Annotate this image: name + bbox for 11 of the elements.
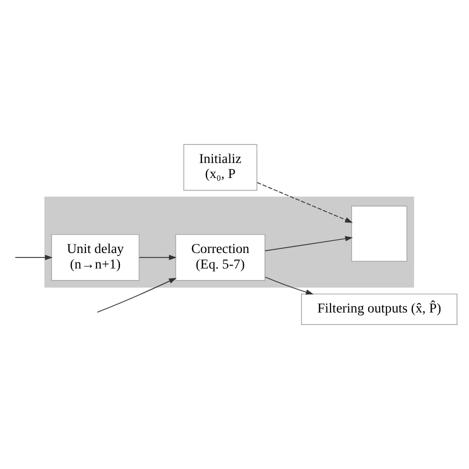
arrow: [14, 254, 53, 260]
node-box: Unit delay (n→n+1): [51, 234, 140, 281]
node-box: Filtering outputs (x̂, P̂): [301, 294, 458, 326]
arrow: [256, 182, 353, 223]
arrow: [96, 278, 177, 313]
arrow: [138, 254, 177, 260]
node-box: [351, 206, 408, 262]
node-box: Correction (Eq. 5-7): [175, 234, 266, 281]
arrow: [264, 276, 314, 295]
arrow: [264, 236, 353, 252]
node-box: Initializ (x₀, P: [183, 144, 258, 191]
